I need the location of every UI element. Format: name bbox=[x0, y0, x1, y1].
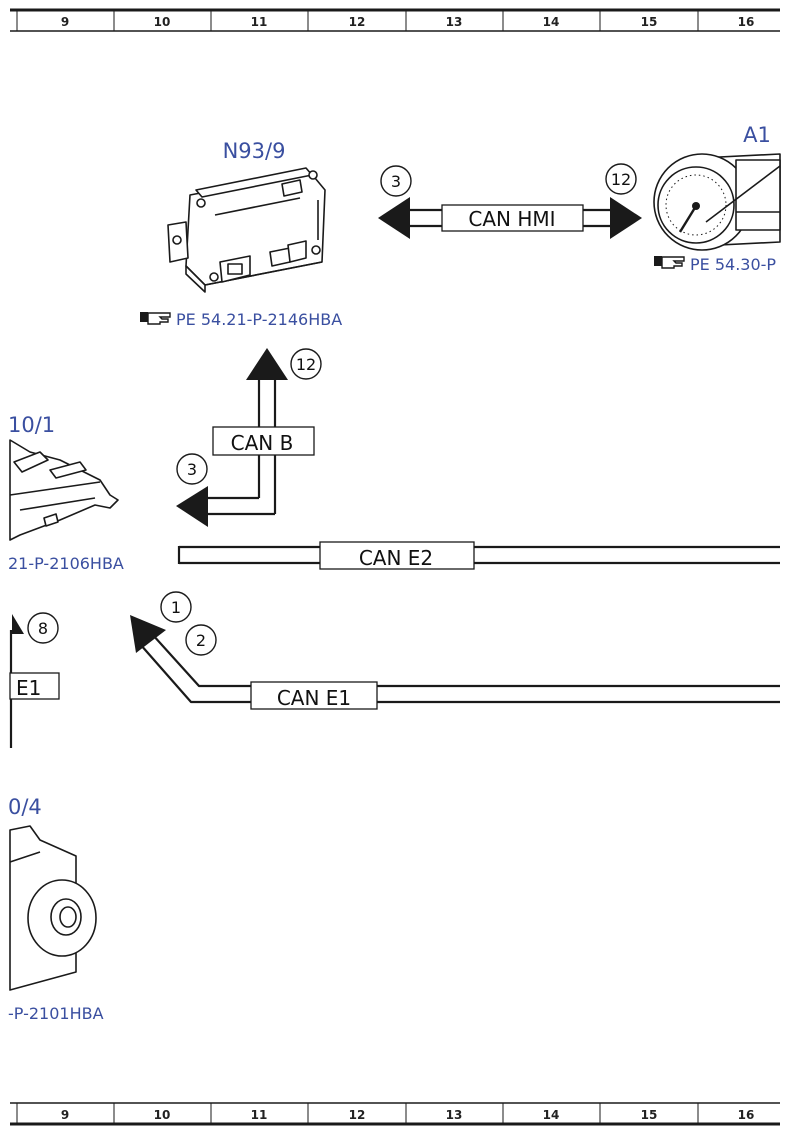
component-label-n10-1: 10/1 bbox=[8, 413, 55, 437]
pin-number: 12 bbox=[296, 355, 316, 374]
pump-unit-drawing bbox=[9, 825, 97, 991]
top-ruler: 9 10 11 12 13 14 15 16 bbox=[10, 8, 780, 32]
ruler-bottom-12: 12 bbox=[349, 1108, 366, 1122]
pin-number: 8 bbox=[38, 619, 48, 638]
component-label-n93-9: N93/9 bbox=[223, 139, 286, 163]
ruler-bottom-14: 14 bbox=[543, 1108, 560, 1122]
ruler-bottom-11: 11 bbox=[251, 1108, 268, 1122]
pin-number: 2 bbox=[196, 631, 206, 650]
ruler-top-9: 9 bbox=[61, 15, 69, 29]
reference-text-a1: PE 54.30-P bbox=[690, 255, 776, 274]
ruler-top-10: 10 bbox=[154, 15, 171, 29]
ruler-top-11: 11 bbox=[251, 15, 268, 29]
ruler-top-14: 14 bbox=[543, 15, 560, 29]
reference-text-n93-9: PE 54.21-P-2146HBA bbox=[176, 310, 342, 329]
ruler-top-16: 16 bbox=[738, 15, 755, 29]
bus-can-e1[interactable]: CAN E1 bbox=[130, 615, 780, 710]
instrument-cluster-drawing bbox=[653, 153, 781, 251]
module-n10-1-drawing bbox=[9, 439, 119, 541]
pin-number: 12 bbox=[611, 170, 631, 189]
pointing-hand-icon bbox=[654, 256, 685, 269]
pin-badge-canb-up: 12 bbox=[290, 348, 322, 380]
component-n93-9[interactable]: N93/9 bbox=[140, 139, 342, 329]
bottom-ruler: 9 10 11 12 13 14 15 16 bbox=[10, 1102, 780, 1126]
bus-label-can-e1: CAN E1 bbox=[277, 686, 351, 710]
component-label-n10-4: 0/4 bbox=[8, 795, 42, 819]
pin-badge-e1-a: 1 bbox=[160, 591, 192, 623]
pin-badge-e1-b: 2 bbox=[185, 624, 217, 656]
pin-badge-hmi-left: 3 bbox=[380, 165, 412, 197]
pointing-hand-icon bbox=[140, 312, 171, 325]
bus-e1-partial[interactable]: E1 bbox=[9, 614, 60, 748]
bus-can-e2[interactable]: CAN E2 bbox=[177, 541, 780, 570]
bus-label-e1-partial: E1 bbox=[16, 676, 41, 700]
component-a1[interactable]: A1 PE 54.30-P bbox=[653, 123, 781, 274]
pin-number: 3 bbox=[391, 172, 401, 191]
ruler-top-15: 15 bbox=[641, 15, 658, 29]
bus-label-can-b: CAN B bbox=[231, 431, 294, 455]
ruler-bottom-15: 15 bbox=[641, 1108, 658, 1122]
bus-label-can-hmi: CAN HMI bbox=[468, 207, 555, 231]
control-unit-n93-9-drawing bbox=[167, 167, 326, 293]
pin-number: 1 bbox=[171, 598, 181, 617]
ruler-bottom-10: 10 bbox=[154, 1108, 171, 1122]
reference-text-n10-1: 21-P-2106HBA bbox=[8, 554, 124, 573]
reference-a1[interactable]: PE 54.30-P bbox=[654, 255, 776, 274]
component-label-a1: A1 bbox=[743, 123, 771, 147]
pin-badge-canb-left: 3 bbox=[176, 453, 208, 485]
pin-badge-hmi-right: 12 bbox=[605, 163, 637, 195]
pin-badge-left-8: 8 bbox=[27, 612, 59, 644]
component-n10-1[interactable]: 10/1 21-P-2106HBA bbox=[8, 413, 124, 573]
component-n10-4[interactable]: 0/4 -P-2101HBA bbox=[8, 795, 104, 1023]
reference-n93-9[interactable]: PE 54.21-P-2146HBA bbox=[140, 310, 342, 329]
bus-can-b[interactable]: CAN B bbox=[176, 348, 315, 527]
ruler-top-13: 13 bbox=[446, 15, 463, 29]
pin-number: 3 bbox=[187, 460, 197, 479]
ruler-bottom-9: 9 bbox=[61, 1108, 69, 1122]
bus-label-can-e2: CAN E2 bbox=[359, 546, 433, 570]
bus-can-hmi[interactable]: CAN HMI bbox=[378, 197, 642, 239]
reference-text-n10-4: -P-2101HBA bbox=[8, 1004, 104, 1023]
ruler-bottom-16: 16 bbox=[738, 1108, 755, 1122]
ruler-top-12: 12 bbox=[349, 15, 366, 29]
ruler-bottom-13: 13 bbox=[446, 1108, 463, 1122]
